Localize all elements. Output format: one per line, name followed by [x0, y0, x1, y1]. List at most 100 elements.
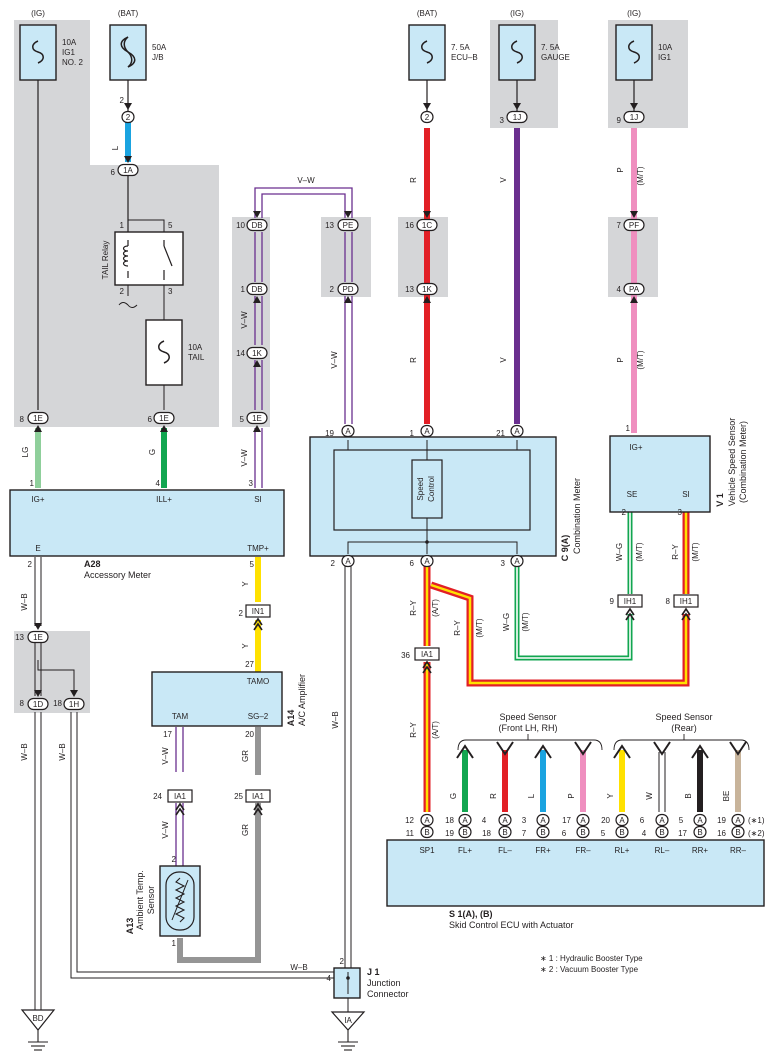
- pin-s1b-18: 18: [482, 829, 491, 838]
- connector-pd-9: PD: [337, 282, 359, 303]
- pin-s1a-20: 20: [601, 816, 610, 825]
- pin-a28-2: 2: [28, 560, 33, 569]
- a28-term-ill: ILL+: [156, 495, 172, 504]
- pin-relay-5: 5: [168, 221, 173, 230]
- v1-term-se: SE: [627, 490, 638, 499]
- supply-ig-2: (IG): [510, 9, 524, 18]
- connector-a-32: A: [536, 813, 550, 827]
- connector-a-42: A: [731, 813, 745, 827]
- ground-bd: BD: [32, 1014, 43, 1023]
- connector-label: A: [462, 816, 468, 825]
- pin-v1-2: 2: [622, 508, 627, 517]
- wire-label-l: L: [111, 145, 120, 150]
- a28-term-e: E: [35, 544, 40, 553]
- connector-2-13: 2: [420, 103, 434, 124]
- connector-pf-7: PF: [623, 211, 645, 232]
- components: [9, 435, 765, 999]
- pin-1c-16: 16: [405, 221, 414, 230]
- connector-label: B: [580, 828, 585, 837]
- s1-code: S 1(A), (B): [449, 909, 493, 919]
- note-star2: (∗2): [748, 829, 765, 838]
- grounds: BD IA: [20, 1009, 366, 1031]
- speed-sensor-rear-2: (Rear): [671, 723, 697, 733]
- note-star1: (∗1): [748, 816, 765, 825]
- pin-c9-1: 1: [410, 429, 415, 438]
- pin-db-10: 10: [236, 221, 245, 230]
- connector-label: A: [697, 816, 703, 825]
- fuse-ig1-rating: 10A: [658, 43, 673, 52]
- wire-label-vw-top: V–W: [297, 176, 315, 185]
- wire-label-r-1: R: [409, 177, 418, 183]
- fuse-gauge-name: GAUGE: [541, 53, 570, 62]
- pin-s1a-17: 17: [562, 816, 571, 825]
- connector-label: PA: [629, 285, 640, 294]
- ac-amplifier-box: [151, 671, 283, 727]
- a14-term-tamo: TAMO: [247, 677, 270, 686]
- connector-2-0: 2: [121, 103, 135, 124]
- fuse-ig1no2-rating: 10A: [62, 38, 77, 47]
- c9-inner-control: Control: [427, 476, 436, 502]
- connector-a-38: A: [655, 813, 669, 827]
- a13-name2: Sensor: [146, 886, 156, 915]
- connector-b-37: B: [615, 825, 629, 839]
- speed-sensor-front-1: Speed Sensor: [499, 712, 556, 722]
- pin-1h-18: 18: [53, 699, 62, 708]
- connector-label: 1J: [630, 113, 638, 122]
- pin-jb-2: 2: [120, 96, 125, 105]
- connector-label: 1D: [33, 700, 43, 709]
- pin-in1-2: 2: [239, 609, 244, 618]
- connector-b-29: B: [458, 825, 472, 839]
- j1-name: Junction: [367, 978, 401, 988]
- pin-1e-6: 6: [148, 415, 153, 424]
- wire-label-y-2: Y: [241, 643, 250, 649]
- junction-label: IH1: [624, 597, 637, 606]
- wire-label-s-g: G: [449, 793, 458, 799]
- a28-name: Accessory Meter: [84, 570, 151, 580]
- connector-1e-16: 1E: [246, 411, 268, 432]
- fuse-gauge-rating: 7. 5A: [541, 43, 560, 52]
- pin-relay-2: 2: [120, 287, 125, 296]
- junction-label: IA1: [421, 650, 434, 659]
- pin-s1b-6: 6: [562, 829, 567, 838]
- connector-a-19: A: [510, 424, 524, 438]
- fuse-ig1no2-name: IG1: [62, 48, 75, 57]
- wire-label-s-r: R: [489, 793, 498, 799]
- connector-1h-25: 1H: [63, 690, 85, 711]
- pin-1e-13: 13: [15, 633, 24, 642]
- s1-term-flm: FL–: [498, 846, 512, 855]
- connector-label: A: [345, 557, 351, 566]
- pin-ih1-9: 9: [610, 597, 615, 606]
- connector-label: PD: [342, 285, 353, 294]
- connector-label: A: [619, 816, 625, 825]
- pin-1e-5: 5: [240, 415, 245, 424]
- fuse-jb-name: J/B: [152, 53, 164, 62]
- fuse-ecub-name: ECU–B: [451, 53, 478, 62]
- connector-a-40: A: [693, 813, 707, 827]
- supply-bat-2: (BAT): [417, 9, 438, 18]
- connector-a-18: A: [420, 424, 434, 438]
- wire-label-y-1: Y: [241, 581, 250, 587]
- connector-b-43: B: [731, 825, 745, 839]
- junction-ia1-4: IA1: [167, 789, 193, 816]
- connector-b-35: B: [576, 825, 590, 839]
- connector-label: A: [345, 427, 351, 436]
- connector-label: A: [580, 816, 586, 825]
- wire-label-vw-1: V–W: [240, 311, 249, 329]
- junction-label: IA1: [174, 792, 187, 801]
- connector-label: A: [735, 816, 741, 825]
- c9-inner-speed: Speed: [416, 477, 425, 500]
- connector-label: 1E: [33, 414, 43, 423]
- wire-label-wb-1: W–B: [20, 593, 29, 610]
- fuse-tail-rating: 10A: [188, 343, 203, 352]
- connector-label: B: [462, 828, 467, 837]
- wire-label-g: G: [148, 449, 157, 455]
- pin-pa-4: 4: [617, 285, 622, 294]
- c9-code: C 9(A): [560, 535, 570, 562]
- connector-label: 1J: [513, 113, 521, 122]
- speed-sensor-front-2: (Front LH, RH): [498, 723, 557, 733]
- connector-1d-24: 1D: [27, 690, 49, 711]
- wire-label-p-1: P: [616, 167, 625, 172]
- connector-label: 2: [126, 113, 131, 122]
- connector-b-31: B: [498, 825, 512, 839]
